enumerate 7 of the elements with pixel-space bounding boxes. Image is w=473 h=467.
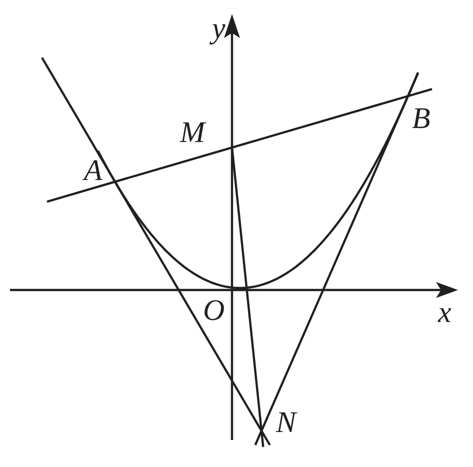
point-label: N [276,408,296,438]
axis-label: y [212,14,226,44]
point-label: A [84,156,102,186]
point-label: B [412,104,430,134]
axis-label: x [438,298,452,328]
point-label: M [180,118,205,148]
origin-label: O [203,296,225,326]
